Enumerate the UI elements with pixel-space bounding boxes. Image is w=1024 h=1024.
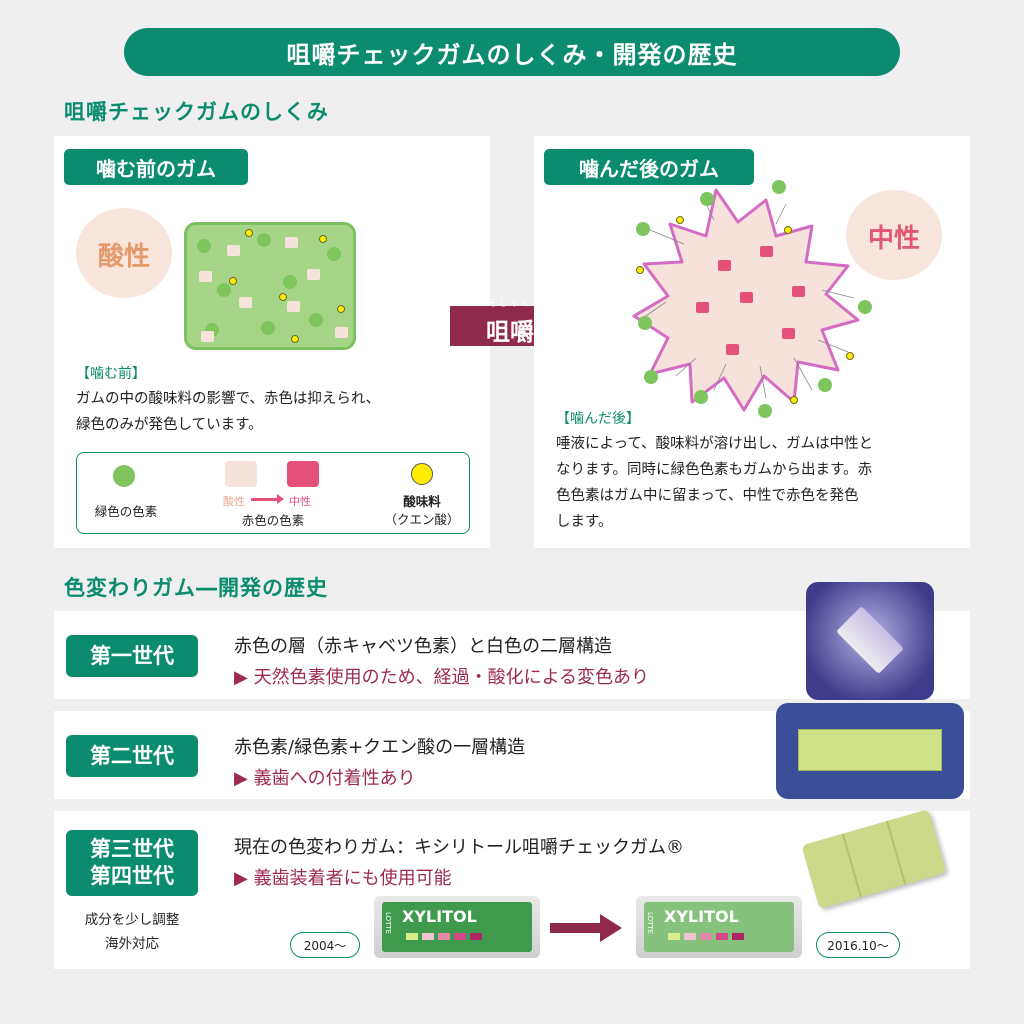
color-chart-swatch — [470, 933, 482, 940]
after-tag: 噛んだ後のガム — [544, 149, 754, 185]
gum-cube-icon — [836, 606, 904, 674]
color-chart-swatch — [438, 933, 450, 940]
after-note-line: します。 — [556, 514, 613, 530]
green-pigment-released — [644, 370, 658, 384]
neutral-bubble — [846, 190, 942, 280]
gum-divider — [841, 833, 862, 898]
after-note-line: なります。同時に緑色色素もガムから出ます。赤 — [556, 462, 873, 478]
green-pigment-released — [758, 404, 772, 418]
pack-brand: XYLITOL — [402, 907, 477, 926]
legend-neutral-label: 中性 — [289, 495, 311, 508]
sour-agent-released — [846, 352, 854, 360]
gen3-note-line: 成分を少し調整 — [84, 912, 180, 928]
legend-acid-label: 酸性 — [223, 495, 245, 508]
after-note-title: 【噛んだ後】 — [556, 411, 640, 427]
mechanism-heading: 咀嚼チェックガムのしくみ — [64, 100, 329, 124]
gen3-main: 現在の色変わりガム：キシリトール咀嚼チェックガム® — [234, 837, 684, 858]
pack-maker: LOTTE — [646, 912, 654, 935]
after-note: 唾液によって、酸味料が溶け出し、ガムは中性と なります。同時に緑色色素もガムから… — [556, 431, 966, 535]
color-chart-swatch — [406, 933, 418, 940]
legend-arrow-shaft — [251, 498, 279, 501]
gen1-sub: ▶ 天然色素使用のため、経過・酸化による変色あり — [234, 667, 650, 688]
gen3-label-line: 第三世代 — [90, 837, 174, 861]
gen3-note-line: 海外対応 — [105, 936, 159, 952]
green-pigment-released — [636, 222, 650, 236]
legend-red-label: 赤色の色素 — [241, 513, 305, 528]
pack-brand: XYLITOL — [664, 907, 739, 926]
color-chart-swatch — [732, 933, 744, 940]
green-pigment-released — [818, 378, 832, 392]
sour-agent-icon — [411, 463, 433, 485]
gum-stick-icon — [798, 729, 942, 771]
legend-box: 緑色の色素 酸性 中性 赤色の色素 酸味料 （クエン酸） — [76, 452, 470, 534]
pack-maker: LOTTE — [384, 912, 392, 935]
color-chart-swatch — [454, 933, 466, 940]
gum-divider — [886, 820, 907, 885]
gen2-sub: ▶ 義歯への付着性あり — [234, 768, 416, 789]
after-note-line: 色色素はガム中に留まって、中性で赤色を発色 — [556, 488, 859, 504]
color-chart-swatch — [422, 933, 434, 940]
color-chart-swatch — [700, 933, 712, 940]
neutral-pigment-icon — [287, 461, 319, 487]
acid-pigment-icon — [225, 461, 257, 487]
legend-sour-sub: （クエン酸） — [384, 512, 460, 527]
sour-agent-released — [636, 266, 644, 274]
chew-ruby: そしゃく — [487, 299, 532, 309]
chew-label: 咀嚼 — [486, 318, 534, 346]
acid-bubble-label: 酸性 — [97, 242, 150, 272]
gen4-label-line: 第四世代 — [90, 864, 174, 888]
gen1-photo — [806, 582, 934, 700]
before-note-line: 緑色のみが発色しています。 — [76, 417, 263, 433]
gen2-photo — [776, 703, 964, 799]
legend-green-label: 緑色の色素 — [94, 504, 158, 519]
after-note-line: 唾液によって、酸味料が溶け出し、ガムは中性と — [556, 436, 874, 452]
pack-new: LOTTE XYLITOL — [636, 896, 802, 958]
gum-before-illustration — [184, 222, 356, 350]
pack-new-label: LOTTE XYLITOL — [644, 902, 794, 952]
sour-agent-released — [784, 226, 792, 234]
color-chart-swatch — [684, 933, 696, 940]
gen3-sub: ▶ 義歯装着者にも使用可能 — [234, 868, 452, 889]
green-pigment-released — [694, 390, 708, 404]
gum-after-illustration — [632, 188, 860, 412]
gen3-note: 成分を少し調整 海外対応 — [66, 908, 198, 956]
gen2-main: 赤色素/緑色素+クエン酸の一層構造 — [234, 737, 526, 758]
green-pigment-released — [772, 180, 786, 194]
before-note-line: ガムの中の酸味料の影響で、赤色は抑えられ、 — [76, 391, 381, 407]
pack-old: LOTTE XYLITOL — [374, 896, 540, 958]
green-pigment-released — [638, 316, 652, 330]
green-pigment-released — [700, 192, 714, 206]
color-chart-swatch — [716, 933, 728, 940]
neutral-bubble-label: 中性 — [867, 224, 920, 254]
gen1-label: 第一世代 — [66, 635, 198, 677]
history-heading: 色変わりガム―開発の歴史 — [64, 576, 328, 600]
sour-agent-released — [676, 216, 684, 224]
green-pigment-icon — [113, 465, 135, 487]
legend-sour-label: 酸味料 — [403, 494, 441, 509]
gen3-label: 第三世代 第四世代 — [66, 830, 198, 896]
page-title: 咀嚼チェックガムのしくみ・開発の歴史 — [124, 28, 900, 76]
gen1-main: 赤色の層（赤キャベツ色素）と白色の二層構造 — [234, 636, 612, 657]
legend-arrow-icon — [277, 494, 284, 504]
pack-old-label: LOTTE XYLITOL — [382, 902, 532, 952]
date-old: 2004〜 — [290, 932, 360, 958]
before-note-title: 【噛む前】 — [76, 366, 146, 382]
green-pigment-released — [858, 300, 872, 314]
sour-agent-released — [790, 396, 798, 404]
date-new: 2016.10〜 — [816, 932, 900, 958]
acid-bubble — [76, 208, 172, 298]
gen2-label: 第二世代 — [66, 735, 198, 777]
before-tag: 噛む前のガム — [64, 149, 248, 185]
transition-arrow-icon — [550, 914, 622, 942]
before-note: ガムの中の酸味料の影響で、赤色は抑えられ、 緑色のみが発色しています。 — [76, 386, 486, 438]
color-chart-swatch — [668, 933, 680, 940]
